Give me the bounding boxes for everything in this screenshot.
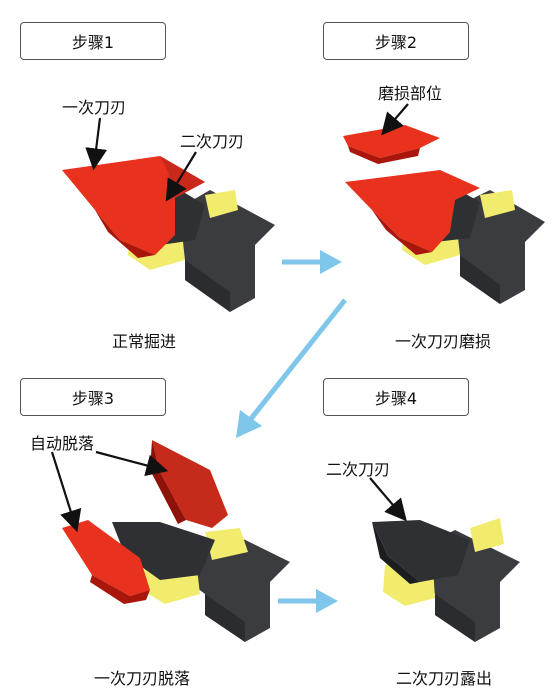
step4-secondary-blade: [372, 520, 470, 582]
step2-wear-part-label: 磨损部位: [378, 84, 443, 103]
step4-caption: 二次刀刃露出: [396, 669, 493, 688]
step3-detached-lower: [62, 520, 150, 596]
step1-label: 步骤1: [20, 22, 166, 60]
step3-arrow-lower: [50, 451, 82, 533]
step2-label-text: 步骤2: [374, 33, 418, 52]
step2-wear-piece: [343, 125, 440, 158]
step1-caption: 正常掘进: [112, 332, 177, 351]
step3-auto-detach-label: 自动脱落: [30, 434, 95, 453]
step1-primary-blade-label: 一次刀刃: [62, 98, 127, 117]
step4-illustration: [369, 477, 520, 642]
step2-wear-arrow: [381, 103, 409, 136]
step1-label-text: 步骤1: [71, 33, 115, 52]
step4-label-text: 步骤4: [374, 389, 418, 408]
step1-secondary-blade-label: 二次刀刃: [180, 132, 245, 151]
step1-secondary-arrow: [165, 151, 197, 202]
step3-detached-upper: [152, 440, 228, 528]
step3-illustration: [50, 440, 290, 642]
step1-illustration: [62, 117, 275, 312]
flow-arrows: [236, 250, 347, 613]
step2-primary-blade: [345, 170, 480, 252]
step2-caption: 一次刀刃磨损: [395, 332, 492, 351]
step1-primary-arrow: [85, 117, 108, 171]
step2-illustration: [343, 103, 545, 304]
step3-label-text: 步骤3: [71, 389, 115, 408]
step3-label: 步骤3: [20, 378, 166, 416]
step4-secondary-arrow: [369, 477, 407, 522]
step2-label: 步骤2: [323, 22, 469, 60]
step4-label: 步骤4: [323, 378, 469, 416]
step3-caption: 一次刀刃脱落: [94, 669, 191, 688]
step3-arrow-upper: [95, 450, 169, 477]
arrow-step2-to-step3: [248, 298, 347, 422]
step4-secondary-blade-label: 二次刀刃: [326, 460, 391, 479]
